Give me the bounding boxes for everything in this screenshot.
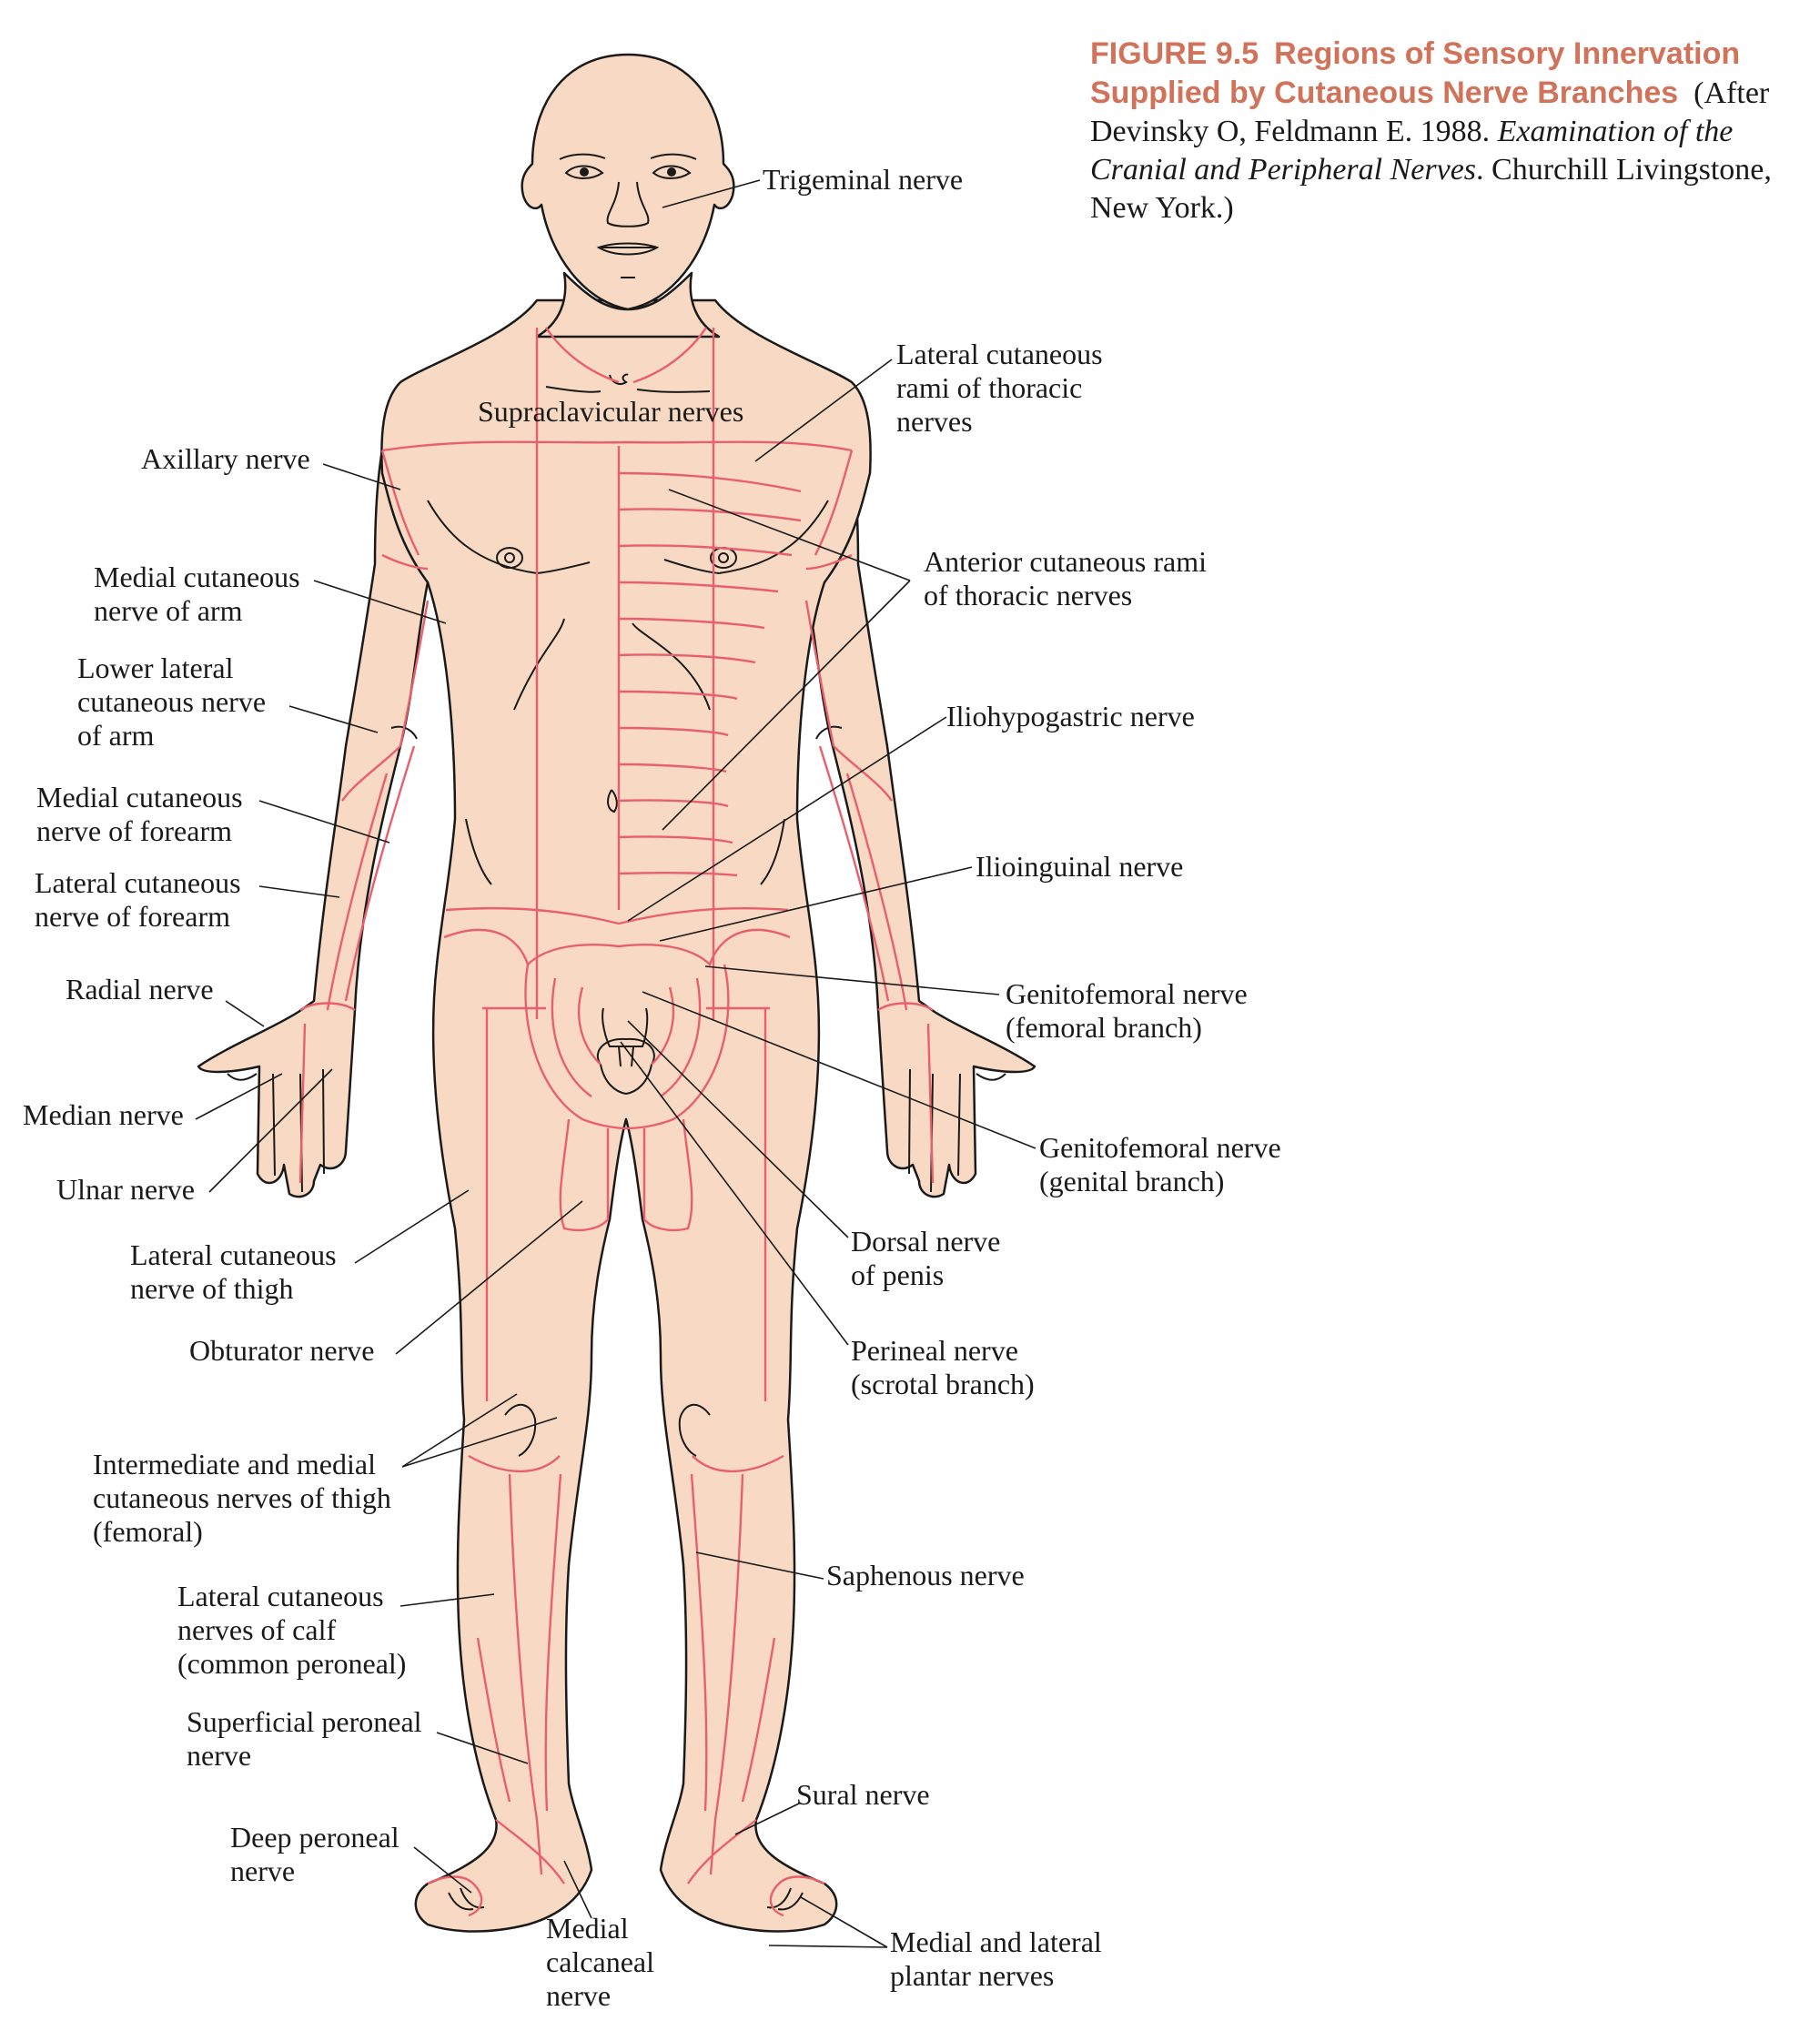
label-lateral-thigh: Lateral cutaneous nerve of thigh: [130, 1238, 344, 1305]
leader-lateral-thigh: [354, 1189, 470, 1264]
leader-median: [195, 1073, 283, 1120]
label-dorsal-penis: Dorsal nerve of penis: [851, 1225, 1007, 1291]
figure-caption: FIGURE 9.5 Regions of Sensory Innervatio…: [1090, 35, 1809, 227]
leader-plantar-1: [800, 1896, 888, 1948]
nerve-boundaries: [298, 327, 935, 1917]
label-intermediate-medial-thigh: Intermediate and medial cutaneous nerves…: [93, 1448, 399, 1548]
leader-lower-lateral-arm: [288, 705, 379, 733]
leader-saphenous: [695, 1551, 824, 1580]
leader-lateral-forearm: [258, 885, 340, 898]
label-radial: Radial nerve: [66, 973, 214, 1005]
label-superficial-peroneal: Superficial peroneal nerve: [187, 1705, 430, 1772]
figure-source-title: Examination of the Cranial and Periphera…: [1090, 115, 1734, 187]
label-axillary: Axillary nerve: [141, 442, 310, 475]
label-supraclavicular: Supraclavicular nerves: [478, 395, 743, 428]
leader-anterior-thoracic-2: [662, 580, 911, 831]
label-medial-arm: Medial cutaneous nerve of arm: [94, 561, 308, 627]
label-plantar: Medial and lateral plantar nerves: [890, 1925, 1109, 1992]
torso-and-legs: [380, 298, 872, 1933]
leader-lines: [195, 179, 1036, 1948]
neck: [535, 271, 721, 338]
head: [521, 53, 735, 311]
right-arm: [804, 408, 1036, 1198]
leader-axillary: [322, 463, 401, 490]
leader-sural: [734, 1803, 800, 1835]
label-median: Median nerve: [23, 1098, 184, 1131]
leader-ilioinguinal: [659, 866, 973, 942]
label-ilioinguinal: Ilioinguinal nerve: [976, 850, 1183, 883]
leader-intermediate-thigh-1: [401, 1393, 518, 1468]
leader-iliohypogastric: [627, 716, 947, 922]
label-genitofemoral-femoral: Genitofemoral nerve (femoral branch): [1006, 977, 1255, 1044]
leader-medial-arm: [313, 580, 447, 624]
label-perineal: Perineal nerve (scrotal branch): [851, 1334, 1035, 1400]
leader-plantar-2: [768, 1945, 888, 1948]
label-deep-peroneal: Deep peroneal nerve: [230, 1821, 407, 1887]
figure-source-prefix: (After Devinsky O, Feldmann E. 1988.: [1090, 76, 1770, 148]
body-figure: [197, 53, 1036, 1933]
leader-deep-peroneal: [413, 1846, 472, 1894]
leader-genitofemoral-femoral: [704, 965, 1000, 995]
leader-dorsal-penis: [627, 1020, 849, 1238]
label-sural: Sural nerve: [796, 1778, 930, 1811]
labels: Trigeminal nerve Lateral cutaneous rami …: [23, 163, 1289, 2012]
label-saphenous: Saphenous nerve: [826, 1559, 1025, 1591]
leader-genitofemoral-genital: [642, 991, 1036, 1149]
figure-title: Regions of Sensory Innervation Supplied …: [1090, 36, 1741, 110]
figure-source-suffix: . Churchill Livingstone, New York.): [1090, 153, 1772, 225]
label-lower-lateral-arm: Lower lateral cutaneous nerve of arm: [77, 652, 273, 752]
label-medial-calcaneal: Medial calcaneal nerve: [546, 1912, 662, 2012]
label-genitofemoral-genital: Genitofemoral nerve (genital branch): [1039, 1131, 1289, 1197]
leader-lateral-calf: [399, 1593, 495, 1607]
leader-medial-calcaneal: [563, 1860, 592, 1919]
label-anterior-thoracic: Anterior cutaneous rami of thoracic nerv…: [924, 545, 1214, 611]
label-iliohypogastric: Iliohypogastric nerve: [946, 700, 1195, 733]
leader-radial: [225, 1000, 265, 1027]
label-lateral-calf: Lateral cutaneous nerves of calf (common…: [177, 1580, 406, 1680]
leader-intermediate-thigh-2: [401, 1417, 558, 1468]
leader-lateral-thoracic: [754, 359, 893, 462]
leader-trigeminal: [662, 179, 761, 208]
face-features: [559, 153, 697, 278]
label-lateral-thoracic: Lateral cutaneous rami of thoracic nerve…: [896, 338, 1110, 438]
label-trigeminal: Trigeminal nerve: [763, 163, 963, 196]
leader-obturator: [395, 1200, 583, 1355]
leader-anterior-thoracic-1: [668, 489, 911, 581]
label-ulnar: Ulnar nerve: [56, 1173, 195, 1206]
label-lateral-forearm: Lateral cutaneous nerve of forearm: [35, 866, 248, 933]
label-obturator: Obturator nerve: [189, 1334, 374, 1367]
figure-number: FIGURE 9.5: [1090, 36, 1259, 71]
body-details: [227, 373, 1006, 1911]
label-medial-forearm: Medial cutaneous nerve of forearm: [36, 781, 250, 847]
leader-ulnar: [208, 1068, 333, 1193]
leader-medial-forearm: [258, 800, 390, 844]
left-arm: [197, 408, 430, 1198]
leader-superficial-peroneal: [436, 1732, 529, 1764]
leader-perineal: [620, 1041, 849, 1346]
